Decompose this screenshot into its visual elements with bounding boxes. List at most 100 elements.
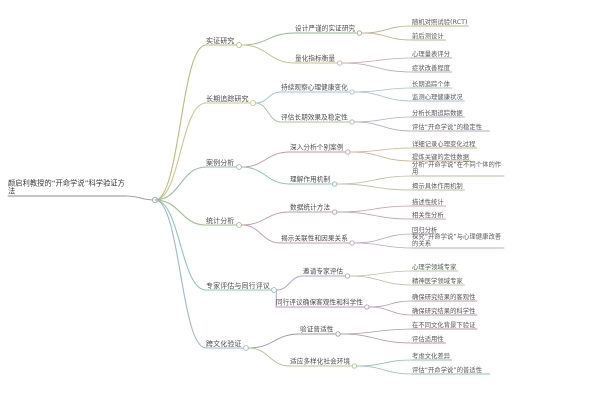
leaf-label-4-1-1[interactable]: 确保研究结果的科学性: [412, 307, 476, 315]
subnode-label-2-1[interactable]: 理解作用机制: [290, 175, 331, 184]
subnode-dot-5-1[interactable]: [351, 363, 358, 369]
subnode-dot-3-1[interactable]: [349, 240, 355, 246]
subnode-dot-1-0[interactable]: [349, 89, 355, 95]
sub-to-leaf-link-5-1-1: [356, 365, 413, 375]
leaf-label-2-0-0[interactable]: 详细记录心理变化过程: [412, 140, 476, 148]
leaf-label-4-0-1[interactable]: 精神医学领域专家: [412, 277, 463, 285]
leaf-label-5-0-0[interactable]: 在不同文化背景下验证: [412, 321, 476, 329]
subnode-dot-5-0[interactable]: [335, 331, 341, 337]
branch-dot-4[interactable]: [271, 287, 277, 293]
sub-to-leaf-link-1-1-0: [353, 116, 413, 123]
sub-to-leaf-link-3-1-0: [353, 233, 413, 244]
subnode-label-5-0[interactable]: 验证普适性: [300, 325, 334, 334]
leaf-label-3-0-1[interactable]: 相关性分析: [412, 211, 444, 219]
branch-dot-2[interactable]: [236, 164, 242, 170]
sub-to-leaf-link-2-0-1: [349, 151, 413, 162]
sub-to-leaf-link-4-1-1: [368, 306, 413, 316]
subnode-dot-3-0[interactable]: [331, 209, 338, 215]
branch-label-0[interactable]: 实证研究: [206, 36, 235, 45]
subnode-dot-2-1[interactable]: [331, 181, 338, 187]
leaf-label-5-1-1[interactable]: 评估“开命学说”的普适性: [412, 366, 483, 374]
leaf-label-1-1-0[interactable]: 分析长期追踪数据: [412, 109, 463, 117]
branch-to-sub-link-1-1: [254, 102, 282, 123]
leaf-label-1-1-1[interactable]: 评估“开命学说”的稳定性: [412, 123, 483, 131]
sub-to-leaf-link-0-0-1: [361, 32, 413, 41]
branch-dot-5[interactable]: [243, 345, 249, 351]
branch-to-sub-link-4-0: [275, 275, 304, 291]
leaf-label-0-1-1[interactable]: 症状改善程度: [412, 64, 451, 72]
sub-to-leaf-link-1-1-1: [353, 121, 413, 132]
sub-to-leaf-link-4-1-0: [368, 300, 413, 308]
branch-label-2[interactable]: 案例分析: [206, 158, 235, 167]
sub-to-leaf-link-2-1-1: [336, 183, 413, 191]
hub-to-branch-link-1: [154, 102, 207, 201]
sub-to-leaf-link-0-1-1: [341, 62, 413, 73]
branch-label-4[interactable]: 专家评估与同行评议: [206, 281, 270, 290]
leaf-label-3-0-0[interactable]: 描述性统计: [412, 198, 444, 206]
leaf-label-0-0-0[interactable]: 随机对照试验(RCT): [412, 18, 468, 26]
branch-label-5[interactable]: 跨文化验证: [206, 339, 242, 348]
branch-label-1[interactable]: 长期追踪研究: [206, 94, 249, 103]
subnode-dot-0-0[interactable]: [356, 30, 363, 36]
subnode-label-0-1[interactable]: 量化指标衡量: [295, 54, 336, 63]
branch-to-sub-link-1-0: [254, 91, 282, 104]
hub-to-branch-link-5: [154, 199, 207, 349]
leaf-label-4-0-0[interactable]: 心理学领域专家: [412, 263, 457, 271]
leaf-label-0-1-0[interactable]: 心理量表评分: [412, 50, 451, 58]
leaf-label-3-1-0[interactable]: 回归分析: [412, 226, 438, 234]
mindmap-root-node[interactable]: 颜启利教授的“开命学说”科学验证方法: [8, 178, 125, 196]
leaf-label-0-0-1[interactable]: 前后测设计: [412, 32, 444, 40]
branch-label-3[interactable]: 统计分析: [206, 216, 235, 225]
sub-to-leaf-link-1-0-0: [353, 87, 413, 93]
subnode-label-3-0[interactable]: 数据统计方法: [290, 203, 331, 212]
hub-to-branch-link-0: [154, 44, 207, 201]
sub-to-leaf-link-5-0-0: [339, 328, 413, 335]
branch-to-sub-link-0-0: [240, 32, 296, 46]
sub-to-leaf-link-3-0-0: [336, 205, 413, 213]
branch-dot-1[interactable]: [250, 100, 256, 106]
subnode-label-3-1[interactable]: 揭示关联性和因果关系: [281, 234, 348, 243]
sub-to-leaf-link-5-0-1: [339, 333, 413, 344]
sub-to-leaf-link-3-0-1: [336, 211, 413, 220]
leaf-label-2-1-0[interactable]: 分析“开命学说”在不同个体的作用: [412, 161, 502, 176]
leaf-label-5-0-1[interactable]: 评估适用性: [412, 335, 444, 343]
subnode-dot-4-0[interactable]: [344, 273, 351, 279]
leaf-label-2-0-1[interactable]: 提炼关键的定性数据: [412, 153, 470, 161]
subnode-label-5-1[interactable]: 适应多样化社会环境: [290, 357, 351, 366]
branch-to-sub-link-5-0: [247, 333, 301, 349]
sub-to-leaf-link-4-0-0: [349, 270, 413, 277]
branch-to-sub-link-2-0: [240, 151, 291, 168]
branch-dot-3[interactable]: [236, 222, 242, 228]
leaf-label-1-0-1[interactable]: 监测心理健康状况: [412, 93, 463, 101]
leaf-label-3-1-1[interactable]: 探究“开命学说”与心理健康改善的关系: [412, 233, 502, 248]
leaf-label-1-0-0[interactable]: 长期追踪个体: [412, 80, 451, 88]
branch-to-sub-link-5-1: [247, 347, 291, 367]
subnode-label-2-0[interactable]: 深入分析个别案例: [290, 143, 344, 152]
leaf-label-2-1-1[interactable]: 揭示具体作用机制: [412, 182, 463, 190]
subnode-label-4-1[interactable]: 同行评议确保客观性和科学性: [276, 298, 364, 307]
branch-to-sub-link-3-0: [240, 211, 291, 226]
sub-to-leaf-link-2-1-0: [336, 175, 413, 185]
subnode-dot-1-1[interactable]: [349, 119, 355, 125]
subnode-label-1-0[interactable]: 持续观察心理健康变化: [281, 83, 348, 92]
hub-to-branch-link-2: [154, 166, 207, 201]
branch-to-sub-link-3-1: [240, 224, 282, 244]
leaf-label-5-1-0[interactable]: 考虑文化差异: [412, 352, 451, 360]
sub-to-leaf-link-3-1-1: [353, 242, 413, 249]
branch-to-sub-link-0-1: [240, 44, 296, 64]
sub-to-leaf-link-5-1-0: [356, 359, 413, 367]
subnode-dot-4-1[interactable]: [364, 304, 370, 310]
branch-dot-0[interactable]: [236, 42, 242, 48]
subnode-dot-2-0[interactable]: [345, 149, 351, 155]
branch-to-sub-link-2-1: [240, 166, 291, 185]
subnode-label-4-0[interactable]: 邀请专家评估: [303, 267, 344, 276]
leaf-label-4-1-0[interactable]: 确保研究结果的客观性: [412, 293, 476, 301]
sub-to-leaf-link-0-0-0: [361, 25, 413, 34]
subnode-dot-0-1[interactable]: [336, 60, 343, 66]
root-to-hub-link: [125, 195, 156, 201]
subnode-label-0-0[interactable]: 设计严谨的实证研究: [295, 24, 356, 33]
subnode-label-1-1[interactable]: 评估长期效果及稳定性: [281, 113, 348, 122]
sub-to-leaf-link-4-0-1: [349, 275, 413, 286]
